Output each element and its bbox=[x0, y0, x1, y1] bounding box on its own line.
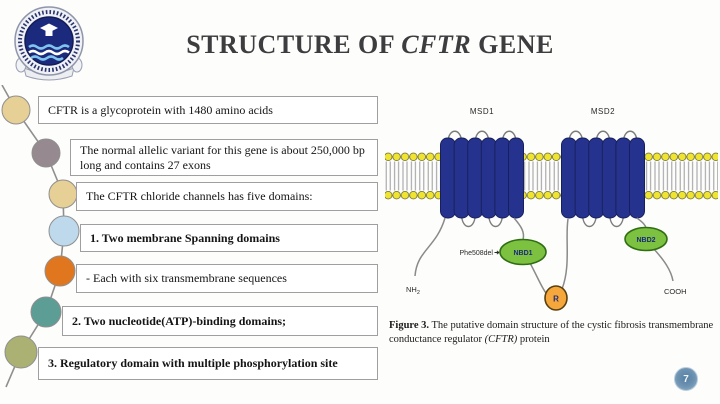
list-item: CFTR is a glycoprotein with 1480 amino a… bbox=[38, 96, 378, 124]
r-to-msd2-link bbox=[561, 218, 569, 290]
nbd2-node bbox=[624, 226, 668, 252]
msd1-to-nbd1-link bbox=[513, 217, 525, 241]
bullet-circle-1 bbox=[1, 95, 31, 125]
figure-caption: Figure 3. The putative domain structure … bbox=[389, 319, 717, 346]
list-item: - Each with six transmembrane sequences bbox=[76, 264, 378, 293]
caption-tail: protein bbox=[517, 333, 550, 345]
title-gene-name: CFTR bbox=[401, 30, 472, 59]
bullet-circle-6 bbox=[30, 296, 62, 328]
msd2-cylinders bbox=[561, 137, 645, 219]
phe508del-label: Phe508del bbox=[460, 250, 494, 257]
r-domain-label: R bbox=[553, 295, 559, 304]
nh2-label-main: NH bbox=[406, 285, 417, 294]
list-item: 1. Two membrane Spanning domains bbox=[80, 224, 378, 252]
bullet-circle-7 bbox=[4, 335, 38, 369]
page-title: STRUCTURE OF CFTR GENE bbox=[20, 30, 720, 60]
caption-figure-number: Figure 3. bbox=[389, 320, 430, 331]
list-item: 3. Regulatory domain with multiple phosp… bbox=[38, 347, 378, 380]
lipid-bilayer-membrane bbox=[385, 152, 718, 200]
msd1-cylinders bbox=[440, 137, 524, 219]
page-number: 7 bbox=[683, 373, 689, 385]
bullet-chain bbox=[1, 85, 80, 388]
list-item-text: CFTR is a glycoprotein with 1480 amino a… bbox=[48, 102, 273, 117]
nbd1-node bbox=[499, 238, 547, 266]
r-domain-node bbox=[544, 285, 568, 311]
list-item: The normal allelic variant for this gene… bbox=[70, 139, 378, 176]
title-prefix: STRUCTURE OF bbox=[186, 30, 402, 59]
nbd2-label: NBD2 bbox=[636, 237, 655, 244]
bullet-circle-3 bbox=[48, 179, 78, 209]
cftr-domain-diagram: MSD1 MSD2 bbox=[385, 107, 718, 311]
page-number-badge: 7 bbox=[674, 367, 698, 391]
phe508del-arrow-icon bbox=[494, 250, 500, 255]
nbd1-to-r-link bbox=[529, 262, 547, 294]
university-crest-logo bbox=[14, 6, 84, 81]
msd1-label: MSD1 bbox=[470, 107, 494, 116]
list-item: The CFTR chloride channels has five doma… bbox=[76, 182, 378, 211]
nh2-tail bbox=[414, 217, 446, 277]
caption-gene-abbrev: (CFTR) bbox=[484, 333, 518, 345]
title-suffix: GENE bbox=[471, 30, 554, 59]
list-item-text: 3. Regulatory domain with multiple phosp… bbox=[48, 356, 338, 370]
cytoplasmic-loops bbox=[460, 215, 625, 228]
list-item: 2. Two nucleotide(ATP)-binding domains; bbox=[62, 306, 378, 336]
caption-text: The putative domain structure of the cys… bbox=[389, 320, 714, 345]
linker-strands bbox=[414, 217, 674, 294]
msd2-label: MSD2 bbox=[591, 107, 615, 116]
sea-waves-icon bbox=[28, 44, 70, 61]
nh2-label-sub: 2 bbox=[417, 290, 420, 296]
list-item-text: The CFTR chloride channels has five doma… bbox=[86, 189, 313, 203]
grad-cap-icon bbox=[40, 23, 58, 36]
list-item-text: The normal allelic variant for this gene… bbox=[80, 142, 365, 172]
list-item-text: 2. Two nucleotide(ATP)-binding domains; bbox=[72, 313, 287, 328]
cooh-tail bbox=[652, 247, 674, 282]
nbd1-label: NBD1 bbox=[513, 250, 532, 257]
bullet-circle-5 bbox=[44, 255, 76, 287]
bullet-circle-4 bbox=[48, 215, 80, 247]
bullet-circle-2 bbox=[31, 138, 61, 168]
list-item-text: 1. Two membrane Spanning domains bbox=[90, 230, 280, 245]
msd2-to-nbd2-link bbox=[636, 217, 647, 229]
cooh-label: COOH bbox=[664, 287, 687, 296]
list-item-text: - Each with six transmembrane sequences bbox=[86, 271, 287, 285]
nh2-label: NH2 bbox=[406, 285, 420, 296]
